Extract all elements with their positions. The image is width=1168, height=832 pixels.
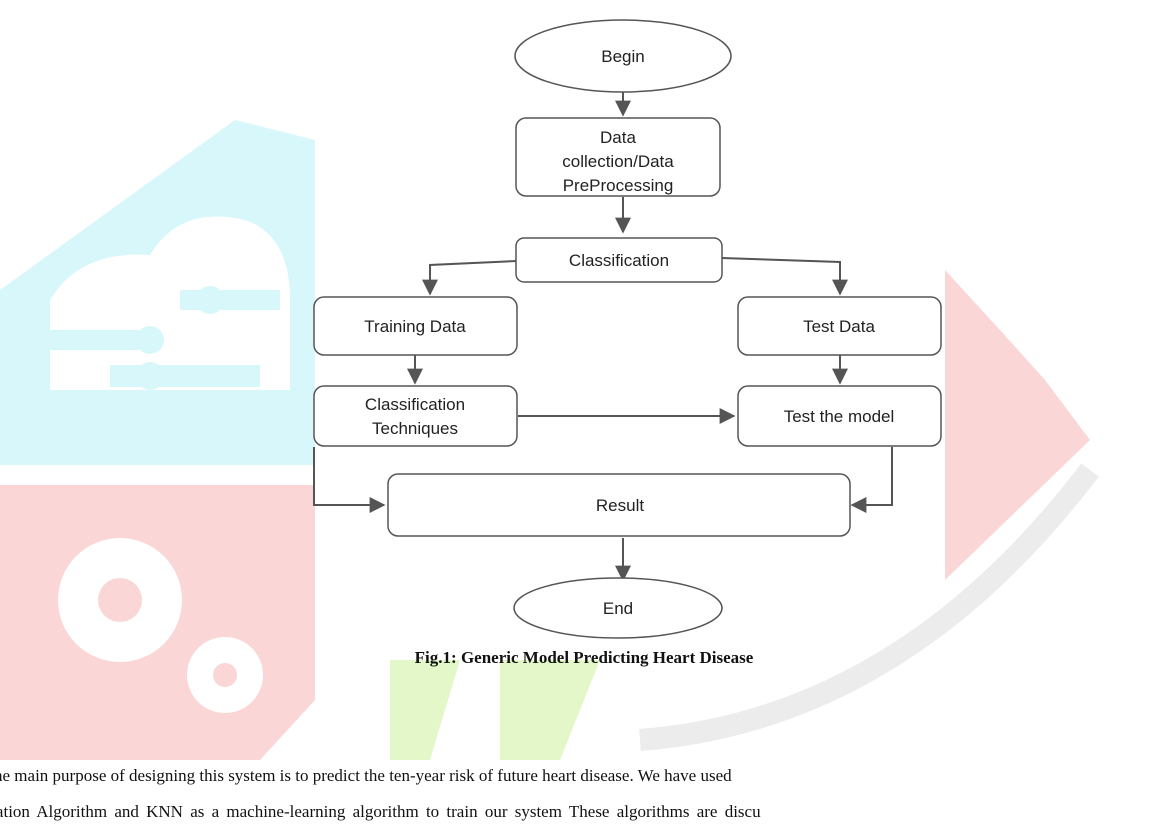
node-training-data: Training Data — [313, 296, 518, 356]
node-classification: Classification — [515, 237, 723, 283]
svg-text:collection/Data: collection/Data — [562, 152, 674, 171]
node-result: Result — [387, 473, 851, 537]
watermark-red-arrow — [945, 270, 1090, 580]
edge-testmodel-result — [850, 447, 893, 513]
figure-caption: Fig.1: Generic Model Predicting Heart Di… — [414, 648, 754, 667]
body-text-line-1: he main purpose of designing this system… — [0, 766, 732, 785]
edge-classification-training — [422, 260, 517, 296]
svg-text:End: End — [603, 599, 633, 618]
watermark-green-shape — [390, 660, 460, 760]
svg-text:Data: Data — [600, 128, 636, 147]
node-begin: Begin — [514, 19, 732, 93]
svg-text:Techniques: Techniques — [372, 419, 458, 438]
node-test-model: Test the model — [737, 385, 942, 447]
svg-text:Classification: Classification — [569, 251, 669, 270]
node-data-collection: Data collection/Data PreProcessing — [515, 117, 721, 197]
svg-text:Begin: Begin — [601, 47, 644, 66]
body-text-line-2: fication Algorithm and KNN as a machine-… — [0, 802, 761, 821]
svg-text:Classification: Classification — [365, 395, 465, 414]
svg-text:Result: Result — [596, 496, 644, 515]
svg-text:Test the model: Test the model — [784, 407, 895, 426]
edge-techniques-result — [313, 447, 386, 513]
svg-text:Test Data: Test Data — [803, 317, 875, 336]
flowchart: Begin Data collection/Data PreProcessing… — [313, 19, 942, 639]
edge-classification-testdata — [721, 257, 848, 296]
node-end: End — [513, 577, 723, 639]
svg-text:PreProcessing: PreProcessing — [563, 176, 674, 195]
watermark-circuit-lines — [50, 286, 280, 390]
svg-text:Training Data: Training Data — [364, 317, 466, 336]
node-test-data: Test Data — [737, 296, 942, 356]
watermark-gray-swoosh — [639, 463, 1099, 751]
node-classification-techniques: Classification Techniques — [313, 385, 518, 447]
